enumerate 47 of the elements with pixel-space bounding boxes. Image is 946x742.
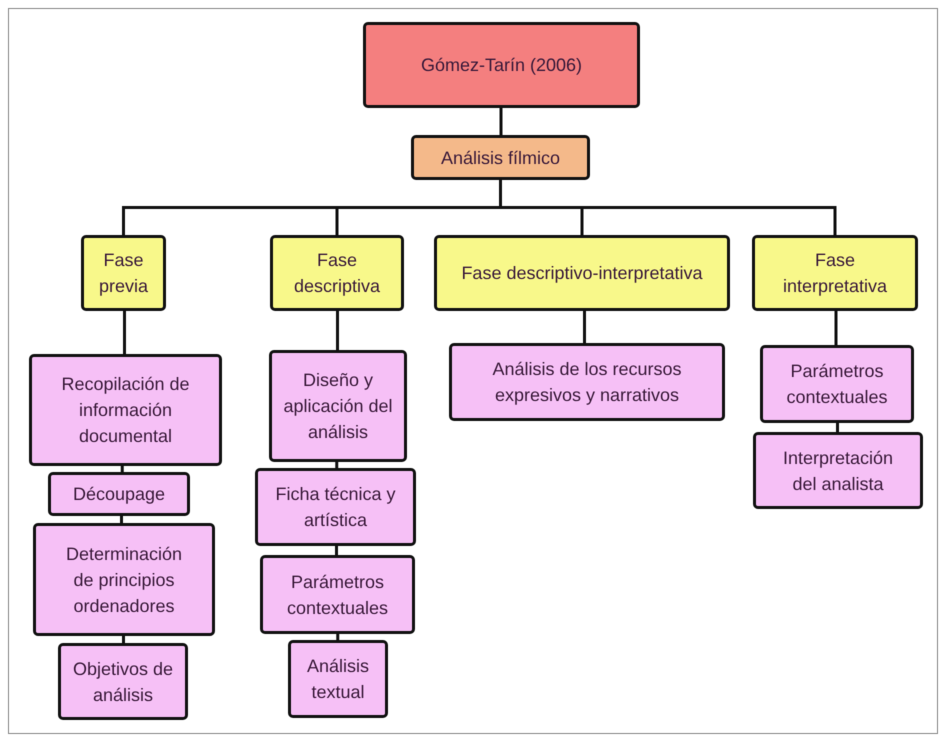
connector-line bbox=[836, 423, 839, 432]
step-box bbox=[29, 354, 222, 466]
connector-line bbox=[834, 311, 838, 345]
connector-line bbox=[336, 311, 339, 350]
node-label: Análisis de los recursos expresivos y narrativos bbox=[491, 358, 683, 407]
phase-box bbox=[270, 235, 404, 311]
node-label: Ficha técnica y artística bbox=[274, 483, 397, 532]
connector-line bbox=[120, 516, 123, 523]
node-label: Diseño y aplicación del análisis bbox=[283, 369, 393, 444]
node-label: Determinación de principios ordenadores bbox=[64, 542, 184, 618]
step-box bbox=[449, 343, 725, 421]
node-label: Fase previa bbox=[98, 249, 150, 298]
node-label: Análisis fílmico bbox=[440, 146, 560, 170]
node-label: Interpretación del analista bbox=[782, 446, 894, 496]
node-label: Parámetros contextuales bbox=[785, 360, 889, 409]
node-label: Fase descriptiva bbox=[292, 249, 382, 298]
node-label: Découpage bbox=[72, 483, 166, 506]
step-box bbox=[288, 640, 388, 718]
node-label: Parámetros contextuales bbox=[286, 570, 390, 620]
phase-box bbox=[752, 235, 918, 311]
connector-line bbox=[335, 546, 338, 555]
connector-line bbox=[583, 311, 586, 343]
connector-line bbox=[500, 108, 502, 135]
step-box bbox=[58, 643, 188, 720]
node-label: Gómez-Tarín (2006) bbox=[420, 54, 582, 77]
step-box bbox=[255, 468, 416, 546]
connector-line bbox=[499, 180, 836, 235]
connector-line bbox=[335, 462, 338, 468]
step-box bbox=[48, 472, 190, 516]
step-box bbox=[760, 345, 914, 423]
phase-box bbox=[434, 235, 730, 311]
topic-box bbox=[411, 135, 590, 180]
connector-line bbox=[336, 634, 340, 640]
phase-box bbox=[81, 235, 166, 311]
connector-line bbox=[122, 636, 125, 643]
step-box bbox=[33, 523, 215, 636]
connector-line bbox=[123, 311, 126, 354]
step-box bbox=[269, 350, 407, 462]
node-label: Recopilación de información documental bbox=[60, 373, 191, 448]
connector-line bbox=[120, 466, 124, 472]
step-box bbox=[753, 432, 923, 509]
node-label: Fase descriptivo-interpretativa bbox=[461, 262, 703, 285]
node-label: Objetivos de análisis bbox=[72, 658, 174, 706]
node-label: Análisis textual bbox=[306, 655, 370, 704]
step-box bbox=[260, 555, 415, 634]
node-label: Fase interpretativa bbox=[782, 249, 888, 298]
root-box bbox=[363, 22, 640, 108]
